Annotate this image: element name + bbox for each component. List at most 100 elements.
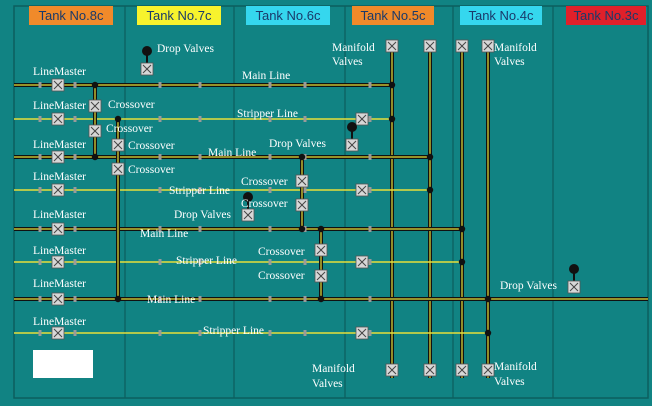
valve-cross-2 — [90, 126, 100, 136]
valve-cross-2 — [53, 294, 63, 304]
crossover-label-8: Crossover — [258, 270, 305, 282]
pipe-joint — [303, 330, 307, 336]
tank-header-3: Tank No.6c — [246, 6, 330, 25]
pipe-joint — [303, 259, 307, 265]
pipe-joint — [158, 116, 162, 122]
junction-dot — [317, 295, 325, 303]
crossover-label-1: Crossover — [108, 99, 155, 111]
valve-cross-2 — [357, 114, 367, 124]
crossover-label-6: Crossover — [241, 198, 288, 210]
junction-dot — [484, 295, 492, 303]
linemaster-label-6: LineMaster — [33, 245, 86, 257]
valve-cross-2 — [53, 257, 63, 267]
diagram-frame — [13, 5, 649, 399]
drop-valve-bulb — [347, 122, 357, 132]
drop-valve-bulb — [569, 264, 579, 274]
valve-cross-2 — [113, 140, 123, 150]
crossover-valve-4 — [111, 162, 125, 176]
tank-header-box — [566, 6, 646, 25]
linemaster-label-4: LineMaster — [33, 171, 86, 183]
pipe-joint — [158, 82, 162, 88]
tank-header-label: Tank No.3c — [573, 8, 639, 23]
crossover-valve-5 — [295, 174, 309, 188]
valve-cross-2 — [457, 41, 467, 51]
valve-cross-2 — [425, 365, 435, 375]
linemaster-valve-3 — [51, 150, 65, 164]
pipe-joint — [303, 82, 307, 88]
main-line-label-2: Main Line — [208, 147, 256, 159]
junction-dot — [426, 186, 434, 194]
linemaster-label-7: LineMaster — [33, 278, 86, 290]
pipe-joint — [268, 154, 272, 160]
tank-header-1: Tank No.8c — [29, 6, 113, 25]
drop-valves-label-1: Drop Valves — [157, 43, 214, 55]
valve-cross-2 — [90, 101, 100, 111]
pipe-joint — [38, 154, 42, 160]
drop-valves-label-4: Drop Valves — [500, 280, 557, 292]
drop-valve-body — [345, 138, 359, 152]
pipe-joint — [368, 187, 372, 193]
linemaster-valve-7 — [51, 292, 65, 306]
manifold-label-bottom-right: Manifold — [494, 361, 537, 373]
inline-valve-4 — [355, 326, 369, 340]
pipe-joint — [268, 330, 272, 336]
crossover-valve-7 — [314, 243, 328, 257]
pipe-joint — [268, 226, 272, 232]
tank-header-5: Tank No.4c — [460, 6, 542, 25]
crossover-valve-3 — [111, 138, 125, 152]
junction-dot — [484, 329, 492, 337]
valve-cross-2 — [53, 152, 63, 162]
tank-header-label: Tank No.4c — [468, 8, 534, 23]
valve-cross-2 — [457, 365, 467, 375]
drop-valve-body — [567, 280, 581, 294]
valves-label-bottom-right: Valves — [494, 376, 525, 388]
drop-valves-label-3: Drop Valves — [174, 209, 231, 221]
drop-valve-bulb — [243, 192, 253, 202]
tank-header-label: Tank No.8c — [38, 8, 104, 23]
junction-dot — [317, 225, 325, 233]
drop-valves-label-2: Drop Valves — [269, 138, 326, 150]
junction-dot — [298, 153, 306, 161]
tank-header-label: Tank No.7c — [146, 8, 212, 23]
valve-cross-2 — [53, 224, 63, 234]
valve-cross-2 — [243, 210, 253, 220]
pipe-joint — [368, 154, 372, 160]
pipe-joint — [73, 330, 77, 336]
pipe-joint — [368, 226, 372, 232]
junction-dot — [388, 81, 396, 89]
pipe-joint — [368, 259, 372, 265]
pipe-joint — [38, 226, 42, 232]
valves-label-top-right: Valves — [494, 56, 525, 68]
junction-dot — [114, 295, 122, 303]
stripper-line-label-4: Stripper Line — [203, 325, 264, 337]
manifold-valve-bottom-3 — [455, 363, 469, 377]
junction-dot — [91, 81, 99, 89]
tank-header-2: Tank No.7c — [137, 6, 221, 25]
manifold-valve-bottom-2 — [423, 363, 437, 377]
drop-valve-bulb — [142, 46, 152, 56]
valve-cross-2 — [142, 64, 152, 74]
pipe-joint — [198, 116, 202, 122]
drop-valve-body — [140, 62, 154, 76]
crossover-label-2: Crossover — [106, 123, 153, 135]
tank-header-box — [137, 6, 221, 25]
pipe-joint — [73, 154, 77, 160]
manifold-valve-top-3 — [455, 39, 469, 53]
pipe-joint — [38, 187, 42, 193]
pipe-joint — [38, 82, 42, 88]
tank-header-box — [352, 6, 434, 25]
pipe-joint — [368, 330, 372, 336]
valve-cross-2 — [569, 282, 579, 292]
linemaster-label-2: LineMaster — [33, 100, 86, 112]
valve-cross-2 — [113, 164, 123, 174]
linemaster-label-3: LineMaster — [33, 139, 86, 151]
crossover-label-7: Crossover — [258, 246, 305, 258]
manifold-label-bottom-left: Manifold — [312, 363, 355, 375]
linemaster-valve-6 — [51, 255, 65, 269]
valve-cross-2 — [387, 365, 397, 375]
manifold-valve-top-1 — [385, 39, 399, 53]
junction-dot — [114, 115, 122, 123]
valve-cross-2 — [316, 245, 326, 255]
inline-valve-1 — [355, 112, 369, 126]
